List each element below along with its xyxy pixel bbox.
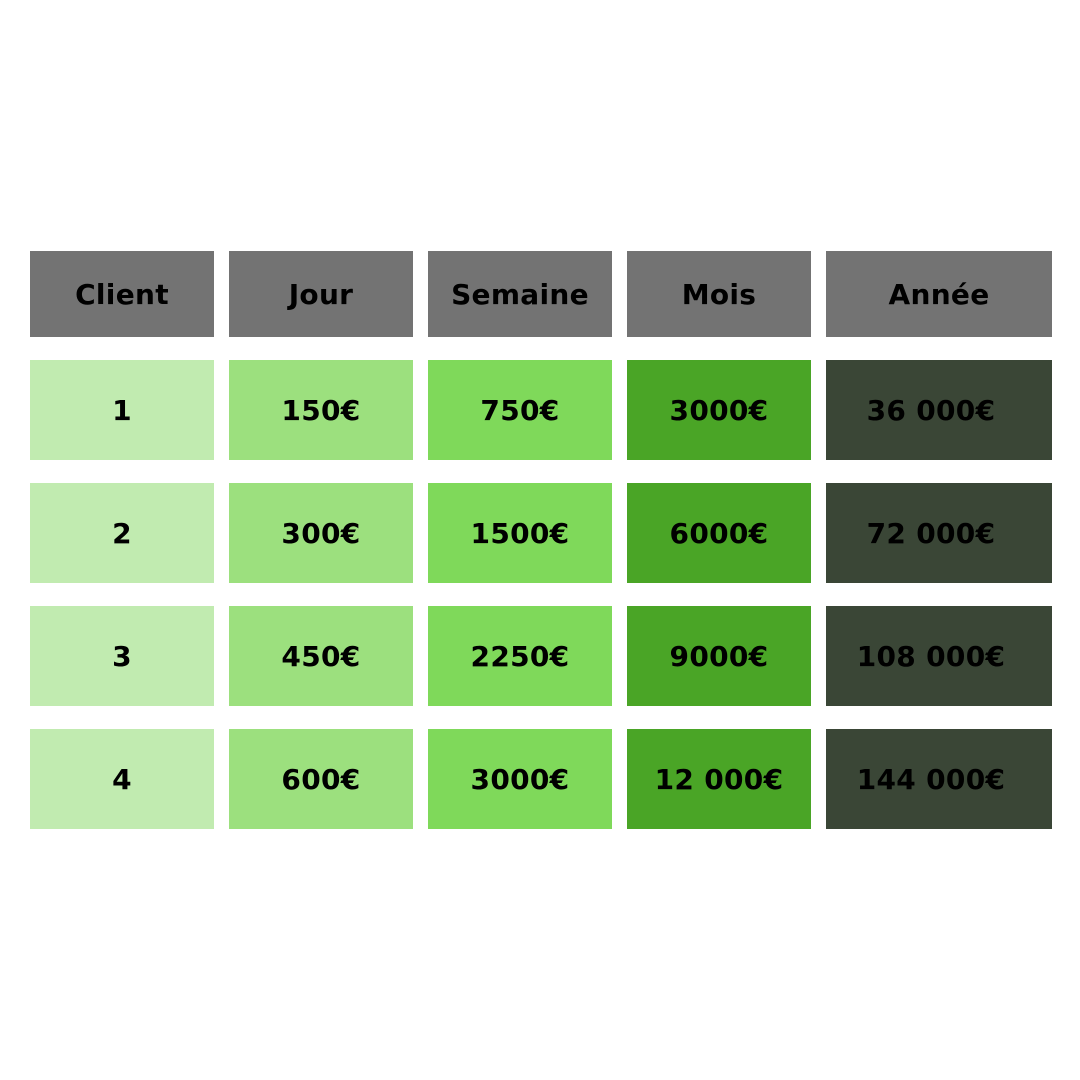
- cell-client: 1: [30, 360, 214, 460]
- cell-annee: 72 000€: [826, 483, 1052, 583]
- cell-annee-text: 72 000€: [866, 516, 996, 550]
- cell-semaine: 3000€: [428, 729, 612, 829]
- cell-mois: 9000€: [627, 606, 811, 706]
- cell-client: 4: [30, 729, 214, 829]
- cell-semaine: 2250€: [428, 606, 612, 706]
- cell-mois: 12 000€: [627, 729, 811, 829]
- cell-client: 2: [30, 483, 214, 583]
- header-annee: Année: [826, 251, 1052, 337]
- cell-annee-text: 144 000€: [856, 762, 1006, 796]
- cell-annee: 36 000€: [826, 360, 1052, 460]
- cell-jour: 300€: [229, 483, 413, 583]
- cell-jour: 600€: [229, 729, 413, 829]
- cell-annee-text: 108 000€: [856, 639, 1006, 673]
- cell-jour: 150€: [229, 360, 413, 460]
- cell-annee: 108 000€: [826, 606, 1052, 706]
- header-jour: Jour: [229, 251, 413, 337]
- cell-annee-text: 36 000€: [866, 393, 996, 427]
- cell-mois: 3000€: [627, 360, 811, 460]
- header-mois: Mois: [627, 251, 811, 337]
- cell-jour: 450€: [229, 606, 413, 706]
- cell-annee: 144 000€: [826, 729, 1052, 829]
- cell-semaine: 1500€: [428, 483, 612, 583]
- header-client: Client: [30, 251, 214, 337]
- cell-client: 3: [30, 606, 214, 706]
- cell-mois: 6000€: [627, 483, 811, 583]
- header-semaine: Semaine: [428, 251, 612, 337]
- cell-semaine: 750€: [428, 360, 612, 460]
